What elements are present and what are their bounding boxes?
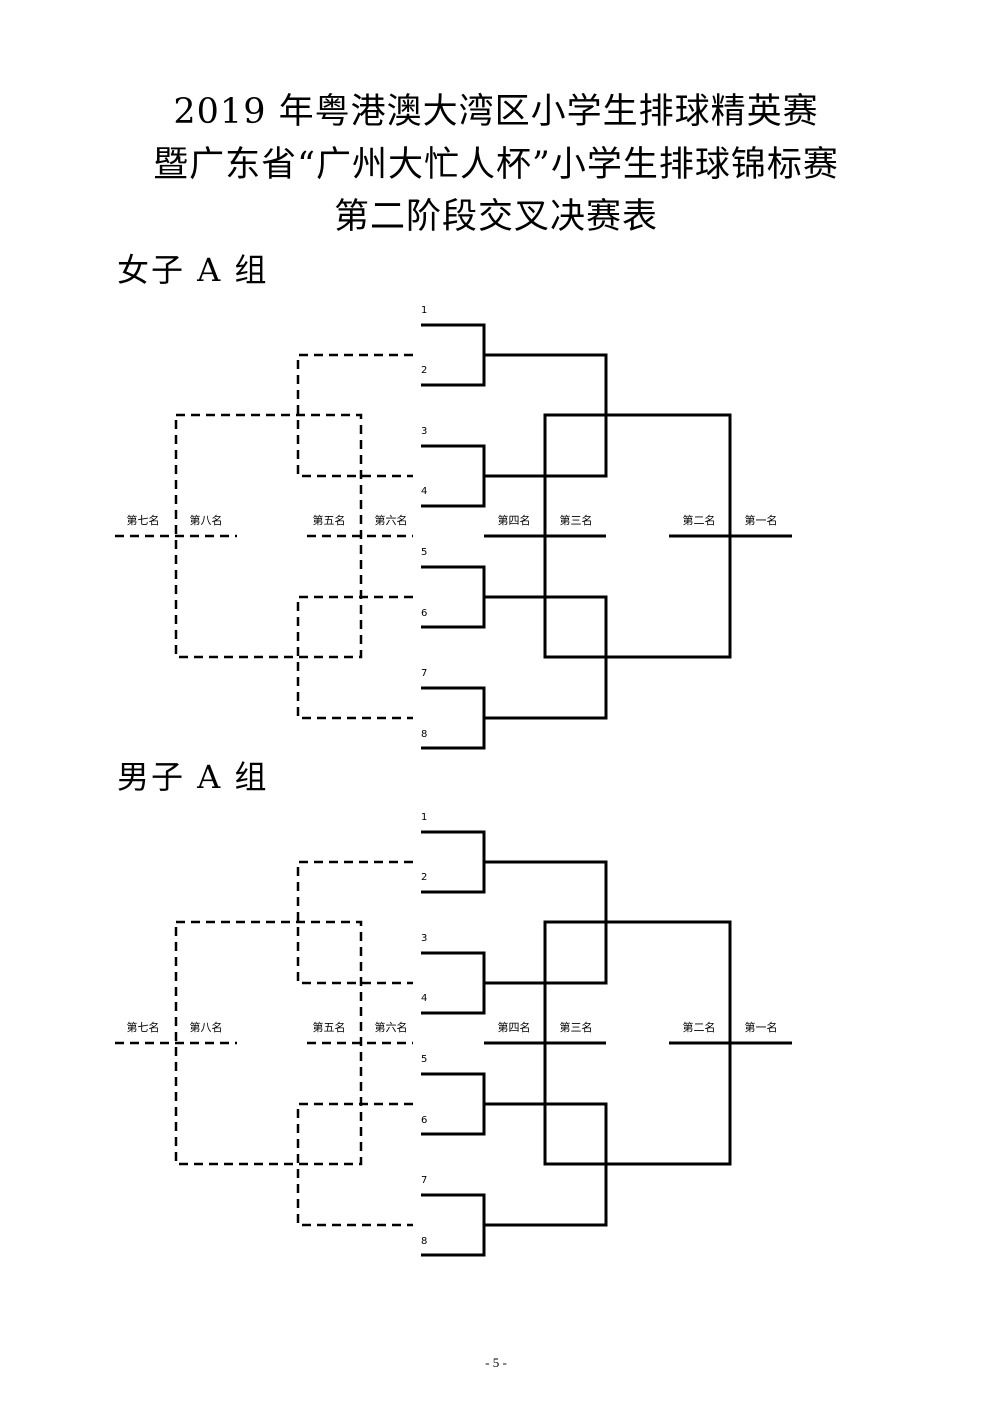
place-labels: 第七名 第八名 第五名 第六名 第四名 第三名 第二名 第一名: [127, 1020, 778, 1034]
seed-label: 6: [421, 608, 427, 619]
bracket-men-a: 1 2 3 4 5 6 7 8 第七名 第八名 第五名 第六名 第四名 第三名 …: [115, 812, 792, 1257]
seed-label: 8: [421, 1236, 427, 1247]
place-label: 第四名: [498, 1020, 531, 1034]
seed-label: 4: [421, 486, 427, 497]
seed-label: 3: [421, 933, 427, 944]
place-label: 第一名: [745, 1020, 778, 1034]
seed-label: 7: [421, 668, 427, 679]
bracket-dashed-lines: [115, 353, 413, 720]
place-label: 第六名: [375, 513, 408, 527]
seed-label: 2: [421, 365, 427, 376]
group-title-women-a: 女子 A 组: [117, 251, 269, 289]
seed-label: 5: [421, 547, 427, 558]
group-title-men-a: 男子 A 组: [117, 758, 269, 796]
seed-label: 6: [421, 1115, 427, 1126]
place-label: 第五名: [313, 1020, 346, 1034]
title-line-1: 2019 年粤港澳大湾区小学生排球精英赛: [173, 92, 819, 132]
place-label: 第八名: [190, 513, 223, 527]
place-label: 第八名: [190, 1020, 223, 1034]
bracket-women-a: 1 2 3 4 5 6 7 8 第七名 第八名 第五名 第六名 第四名 第三名 …: [115, 305, 792, 750]
place-labels: 第七名 第八名 第五名 第六名 第四名 第三名 第二名 第一名: [127, 513, 778, 527]
seed-label: 8: [421, 729, 427, 740]
place-label: 第二名: [683, 513, 716, 527]
seed-label: 3: [421, 426, 427, 437]
place-label: 第七名: [127, 513, 160, 527]
bracket-dashed-lines: [115, 860, 413, 1227]
place-label: 第二名: [683, 1020, 716, 1034]
seed-label: 2: [421, 872, 427, 883]
place-label: 第三名: [560, 513, 593, 527]
place-label: 第一名: [745, 513, 778, 527]
seed-label: 1: [421, 812, 427, 823]
seed-labels: 1 2 3 4 5 6 7 8: [421, 812, 427, 1247]
place-label: 第四名: [498, 513, 531, 527]
page-number: - 5 -: [485, 1355, 507, 1370]
title-line-2: 暨广东省“广州大忙人杯”小学生排球锦标赛: [153, 145, 839, 185]
bracket-solid-lines: [421, 830, 792, 1257]
place-label: 第五名: [313, 513, 346, 527]
seed-label: 7: [421, 1175, 427, 1186]
seed-label: 4: [421, 993, 427, 1004]
seed-label: 1: [421, 305, 427, 316]
place-label: 第三名: [560, 1020, 593, 1034]
seed-label: 5: [421, 1054, 427, 1065]
seed-labels: 1 2 3 4 5 6 7 8: [421, 305, 427, 740]
place-label: 第六名: [375, 1020, 408, 1034]
bracket-solid-lines: [421, 323, 792, 750]
title-line-3: 第二阶段交叉决赛表: [333, 197, 658, 237]
place-label: 第七名: [127, 1020, 160, 1034]
